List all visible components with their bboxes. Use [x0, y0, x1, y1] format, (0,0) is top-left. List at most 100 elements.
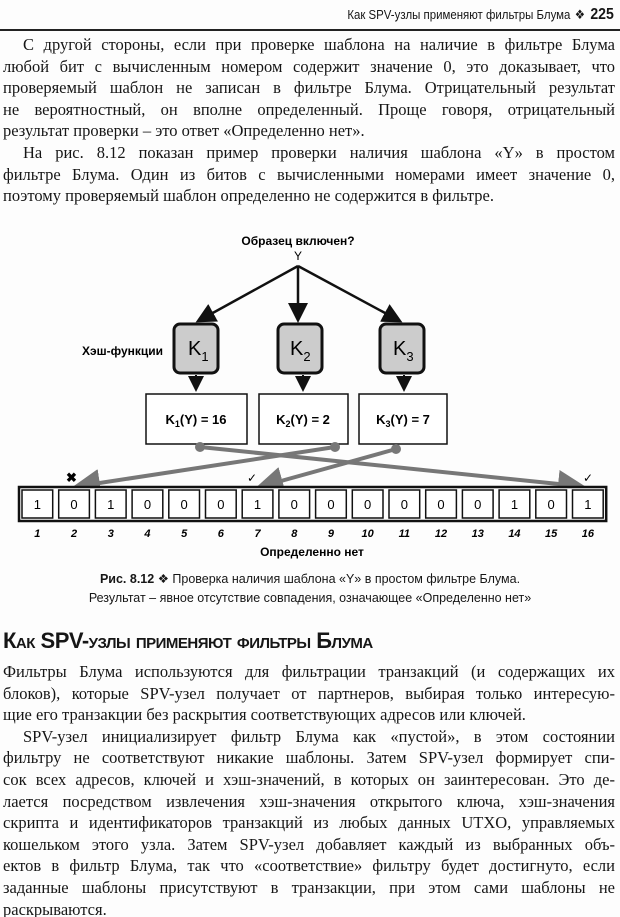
- bit-value: 0: [70, 497, 77, 512]
- bit-cell: [241, 489, 274, 519]
- bit-cell: [57, 489, 91, 519]
- bit-position: 1: [34, 528, 40, 540]
- text-line: фильтру не соответствуют никакие шаблоны…: [3, 748, 615, 768]
- text-line: Фильтры Блума используются для фильтраци…: [3, 662, 615, 681]
- text-line: На рис. 8.12 показан пример проверки нал…: [23, 142, 615, 162]
- bit-value: 0: [291, 497, 298, 512]
- text-line: раскрываются.: [3, 899, 107, 917]
- bit-value: 0: [364, 497, 371, 512]
- result-k2: K2(Y) = 2: [276, 412, 330, 429]
- bit-cell: [388, 489, 421, 519]
- hash-box-2: K2: [276, 322, 324, 375]
- bit-value: 0: [401, 497, 408, 512]
- bit-position: 11: [399, 528, 410, 540]
- text-line: не вероятностный, он вполне определенный…: [3, 99, 615, 119]
- bit-position: 7: [254, 528, 261, 540]
- bit-position: 8: [291, 528, 298, 540]
- bit-cell: [461, 489, 494, 519]
- hash-functions-label: Хэш-функции: [82, 344, 163, 358]
- diamond-ornament-icon: ❖: [157, 572, 169, 586]
- bit-position: 5: [181, 528, 188, 540]
- bit-cell: [168, 489, 201, 519]
- caption-line-2: Результат – явное отсутствие совпадения,…: [88, 591, 532, 605]
- result-box-1: [145, 393, 248, 445]
- bit-value: 1: [107, 497, 114, 512]
- text-line: щие его транзакции без раскрытия соответ…: [3, 705, 526, 725]
- intro-paragraph-1: С другой стороны, если при проверке шабл…: [3, 34, 615, 207]
- diamond-ornament-icon: ❖: [574, 7, 586, 22]
- bit-position: 14: [508, 528, 520, 540]
- text-line: SPV-узел инициализирует фильтр Блума как…: [23, 726, 615, 746]
- text-line: любой бит с вычисленным номером содержит…: [3, 56, 615, 76]
- text-line: ектов в фильтр Блума, так что «соответст…: [3, 856, 615, 876]
- bit-value: 1: [511, 497, 518, 512]
- input-arrows: [195, 264, 403, 323]
- bit-value: 0: [217, 497, 224, 512]
- text-line: лается посредством извлечения хэш-значен…: [3, 791, 615, 811]
- bit-cell: [278, 489, 311, 519]
- mapping-arrows: [72, 445, 586, 498]
- hit-mark-icon: ✓: [583, 471, 593, 485]
- miss-mark-icon: ✖: [66, 470, 77, 485]
- page-number: 225: [590, 6, 614, 23]
- text-line: сок всех адресов, ключей и хэш-значений,…: [3, 769, 615, 789]
- hit-mark-icon: ✓: [247, 471, 257, 485]
- bit-value: 0: [437, 497, 444, 512]
- bit-value: 1: [254, 497, 261, 512]
- caption-number: Рис. 8.12: [99, 572, 155, 586]
- bit-cell: [351, 489, 384, 519]
- bit-value: 0: [474, 497, 481, 512]
- bit-position: 9: [328, 528, 335, 540]
- running-header: Как SPV-узлы применяют фильтры Блума❖225: [348, 6, 614, 24]
- hash-box-1: K1: [172, 322, 220, 375]
- bit-position: 15: [545, 528, 558, 540]
- svg-text:K1: K1: [188, 338, 209, 364]
- svg-text:K2: K2: [290, 338, 311, 364]
- text-line: фильтре Блума. Один из битов с вычисленн…: [3, 164, 615, 184]
- text-line: проверяемый шаблон не записан в фильтре …: [3, 78, 615, 98]
- bit-position: 6: [218, 528, 225, 540]
- body-paragraphs: Фильтры Блума используются для фильтраци…: [3, 661, 615, 917]
- bit-position: 13: [472, 528, 484, 540]
- bit-value: 0: [548, 497, 555, 512]
- bit-position: 10: [362, 528, 375, 540]
- result-k3: K3(Y) = 7: [376, 412, 430, 429]
- bit-cell: [94, 489, 127, 519]
- bit-position: 12: [435, 528, 447, 540]
- section-heading: Как SPV-узлы применяют фильтры Блума: [3, 628, 373, 653]
- text-line: блоков), которые SPV-узел получает от па…: [3, 683, 615, 703]
- bit-value: 0: [181, 497, 188, 512]
- header-rule: [0, 29, 620, 31]
- bit-position: 16: [582, 528, 595, 540]
- input-label: Y: [294, 249, 302, 263]
- text-line: поэтому проверяемый шаблон определенно н…: [3, 186, 495, 206]
- bit-position: 4: [143, 528, 150, 540]
- result-box-3: [358, 393, 448, 445]
- result-label: Определенно нет: [260, 545, 364, 559]
- bit-cell: [21, 489, 54, 519]
- text-line: С другой стороны, если при проверке шабл…: [23, 35, 615, 54]
- bit-position: 2: [70, 528, 77, 540]
- bit-value: 1: [584, 497, 591, 512]
- text-line: кошельком этого узла. Затем SPV-узел доб…: [3, 834, 615, 854]
- figure-caption: Рис. 8.12 ❖ Проверка наличия шаблона «Y»…: [0, 570, 620, 608]
- bit-value: 0: [327, 497, 334, 512]
- text-line: скрипта и идентификаторов транзакций из …: [3, 813, 615, 833]
- bloom-filter-figure: Образец включен? Y Хэш-функции K1 K2 K3 …: [17, 234, 608, 559]
- bit-cell: [498, 489, 531, 519]
- hash-box-3: K3: [378, 322, 426, 375]
- bit-cell: [424, 489, 458, 519]
- bit-cell: [204, 489, 237, 519]
- bit-cell: [131, 489, 164, 519]
- caption-line-1: Проверка наличия шаблона «Y» в простом ф…: [172, 572, 521, 586]
- svg-text:K3: K3: [393, 338, 414, 364]
- bit-cell: [314, 489, 348, 519]
- bit-value: 1: [34, 497, 41, 512]
- bit-cell: [571, 489, 604, 519]
- bit-value: 0: [144, 497, 151, 512]
- bit-cell: [535, 489, 568, 519]
- bit-position: 3: [108, 528, 114, 540]
- text-line: результат проверки – это ответ «Определе…: [3, 121, 365, 141]
